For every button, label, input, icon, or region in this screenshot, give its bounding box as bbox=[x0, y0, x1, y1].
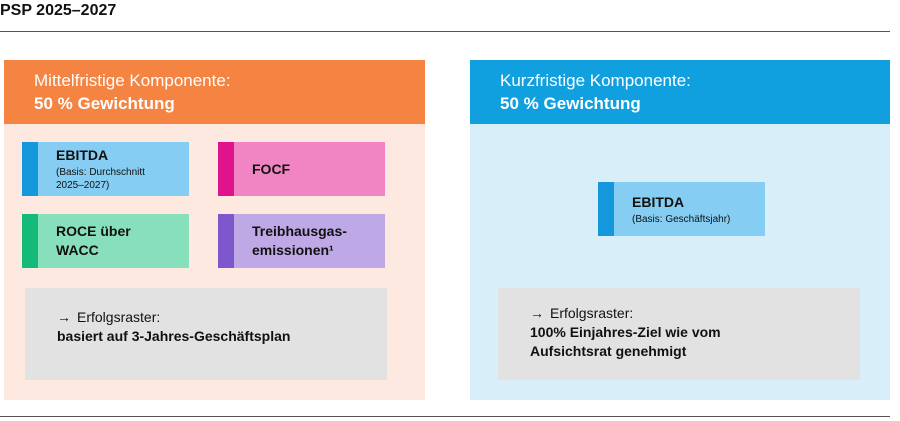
ebitda-fiscal-year-bar bbox=[598, 182, 614, 236]
top-divider bbox=[0, 31, 890, 32]
ebitda-average-basis-1: (Basis: Durchschnitt bbox=[56, 167, 145, 178]
ebitda-average-title: EBITDA bbox=[56, 147, 109, 163]
ghg-emissions-title-2: emissionen¹ bbox=[252, 242, 334, 258]
medium-term-success-grid: → Erfolgsraster: basiert auf 3-Jahres-Ges… bbox=[25, 288, 387, 380]
short-term-success-grid: → Erfolgsraster: 100% Einjahres-Ziel wie … bbox=[498, 288, 860, 380]
focf-box: FOCF bbox=[218, 142, 385, 196]
roce-title-1: ROCE über bbox=[56, 223, 131, 239]
short-term-header-title: Kurzfristige Komponente: bbox=[500, 71, 691, 90]
medium-term-grid-label: Erfolgsraster: bbox=[77, 309, 161, 325]
ebitda-fiscal-year-text: EBITDA (Basis: Geschäftsjahr) bbox=[598, 193, 730, 226]
short-term-grid-value-2: Aufsichtsrat genehmigt bbox=[530, 343, 687, 359]
ebitda-average-basis-2: 2025–2027) bbox=[56, 180, 110, 191]
medium-term-body: EBITDA (Basis: Durchschnitt 2025–2027) F… bbox=[4, 124, 425, 400]
arrow-right-icon: → bbox=[530, 305, 544, 321]
short-term-grid-value-1: 100% Einjahres-Ziel wie vom bbox=[530, 324, 721, 340]
page-title: PSP 2025–2027 bbox=[0, 2, 117, 19]
medium-term-grid-value: basiert auf 3-Jahres-Geschäftsplan bbox=[57, 328, 291, 344]
bottom-divider bbox=[0, 416, 890, 417]
roce-bar bbox=[22, 214, 38, 268]
medium-term-panel: Mittelfristige Komponente: 50 % Gewichtu… bbox=[4, 60, 425, 400]
roce-text: ROCE über WACC bbox=[22, 222, 131, 260]
ghg-emissions-title-1: Treibhausgas- bbox=[252, 223, 347, 239]
arrow-right-icon: → bbox=[57, 309, 71, 325]
medium-term-header-weight: 50 % Gewichtung bbox=[34, 94, 175, 113]
medium-term-grid-label-line: → Erfolgsraster: bbox=[57, 308, 387, 327]
roce-box: ROCE über WACC bbox=[22, 214, 189, 268]
ghg-emissions-bar bbox=[218, 214, 234, 268]
medium-term-header-title: Mittelfristige Komponente: bbox=[34, 71, 231, 90]
short-term-header: Kurzfristige Komponente: 50 % Gewichtung bbox=[470, 60, 890, 124]
ebitda-fiscal-year-box: EBITDA (Basis: Geschäftsjahr) bbox=[598, 182, 765, 236]
focf-bar bbox=[218, 142, 234, 196]
ebitda-average-bar bbox=[22, 142, 38, 196]
short-term-header-weight: 50 % Gewichtung bbox=[500, 94, 641, 113]
short-term-body: EBITDA (Basis: Geschäftsjahr) → Erfolgsra… bbox=[470, 124, 890, 400]
medium-term-header: Mittelfristige Komponente: 50 % Gewichtu… bbox=[4, 60, 425, 124]
short-term-panel: Kurzfristige Komponente: 50 % Gewichtung… bbox=[470, 60, 890, 400]
ebitda-fiscal-year-title: EBITDA bbox=[632, 193, 685, 210]
ebitda-average-text: EBITDA (Basis: Durchschnitt 2025–2027) bbox=[22, 146, 145, 192]
ghg-emissions-box: Treibhausgas- emissionen¹ bbox=[218, 214, 385, 268]
ghg-emissions-text: Treibhausgas- emissionen¹ bbox=[218, 222, 347, 260]
ebitda-fiscal-year-basis: (Basis: Geschäftsjahr) bbox=[632, 213, 731, 225]
roce-title-2: WACC bbox=[56, 242, 99, 258]
ebitda-average-box: EBITDA (Basis: Durchschnitt 2025–2027) bbox=[22, 142, 189, 196]
focf-title: FOCF bbox=[252, 160, 291, 177]
focf-text: FOCF bbox=[218, 160, 290, 179]
short-term-grid-label-line: → Erfolgsraster: bbox=[530, 304, 860, 323]
short-term-grid-label: Erfolgsraster: bbox=[550, 305, 634, 321]
